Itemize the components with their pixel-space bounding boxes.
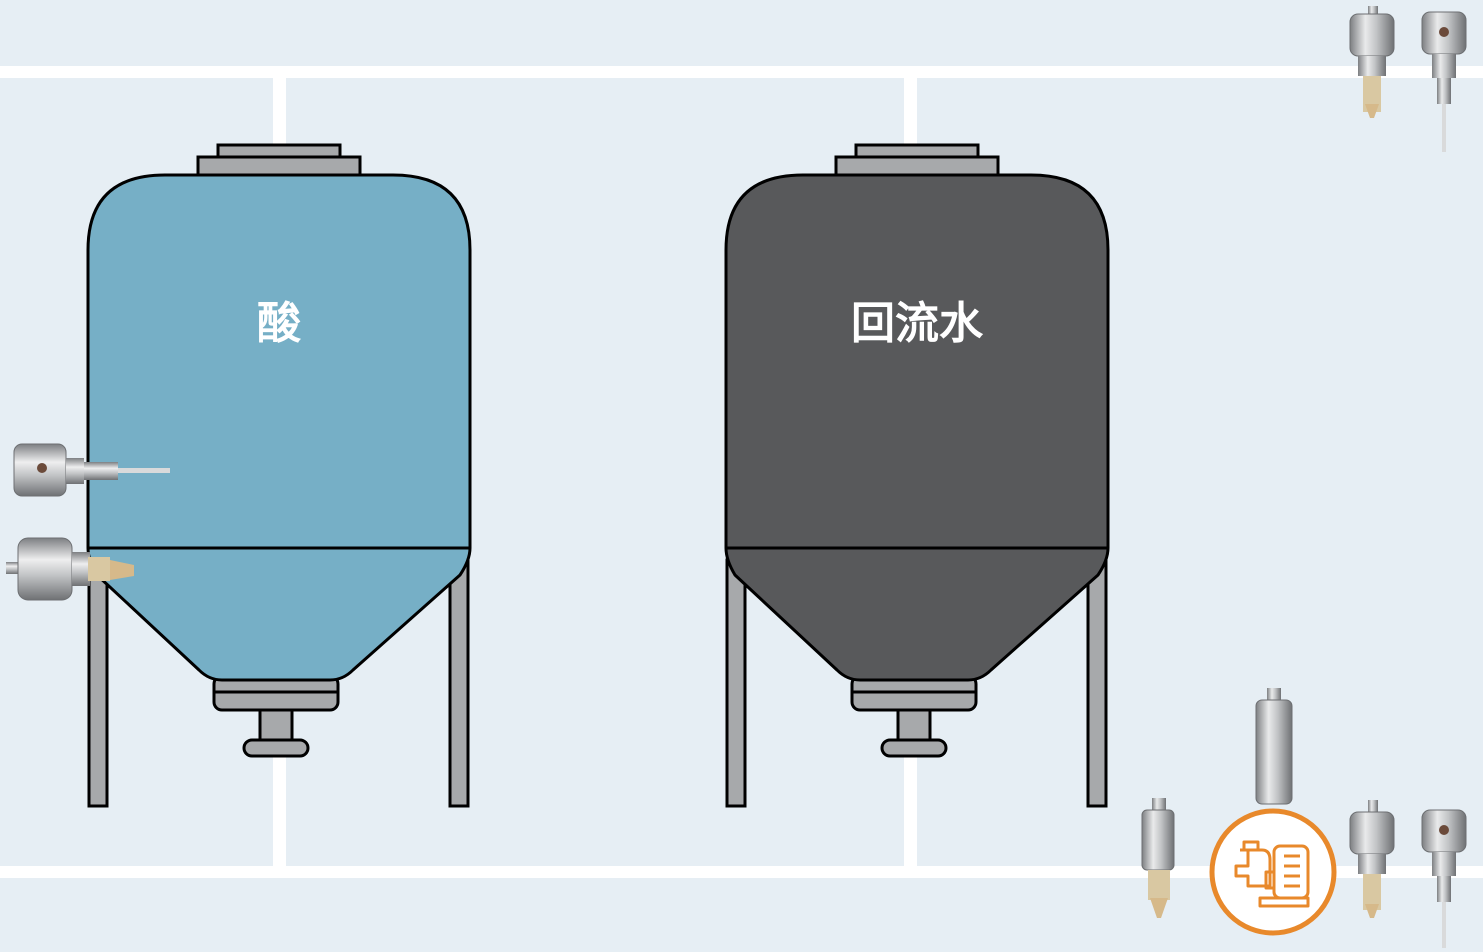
tank-leg-right — [448, 558, 470, 808]
tank-leg-left — [87, 558, 109, 808]
tank-top-collar — [834, 155, 1000, 177]
pipe-bottom — [0, 866, 1483, 878]
tank-label-acid: 酸 — [257, 298, 302, 349]
sensor-probe-icon[interactable] — [1141, 798, 1175, 918]
sensor-probe-icon[interactable] — [1349, 6, 1395, 118]
tank-outlet-pipe — [896, 706, 932, 746]
sensor-probe-icon[interactable] — [1421, 809, 1467, 948]
tank-top-collar — [196, 155, 362, 177]
sensor-probe-icon[interactable] — [6, 537, 134, 601]
sensor-probe-icon[interactable] — [1421, 11, 1467, 152]
tank-body — [86, 173, 472, 682]
pipe-top — [0, 66, 1483, 78]
tank-leg-left — [725, 558, 747, 808]
tank-outlet-flange — [242, 738, 310, 758]
sensor-probe-icon[interactable] — [1349, 800, 1395, 918]
tank-label-return-water: 回流水 — [851, 298, 984, 349]
tank-leg-right — [1086, 558, 1108, 808]
tank-acid — [86, 143, 472, 808]
sensor-probe-icon[interactable] — [1255, 688, 1293, 805]
tank-body — [724, 173, 1110, 682]
pump-motor-icon[interactable] — [1209, 808, 1337, 936]
tank-return-water — [724, 143, 1110, 808]
sensor-probe-icon[interactable] — [13, 443, 170, 497]
tank-outlet-flange — [880, 738, 948, 758]
tank-outlet-pipe — [258, 706, 294, 746]
